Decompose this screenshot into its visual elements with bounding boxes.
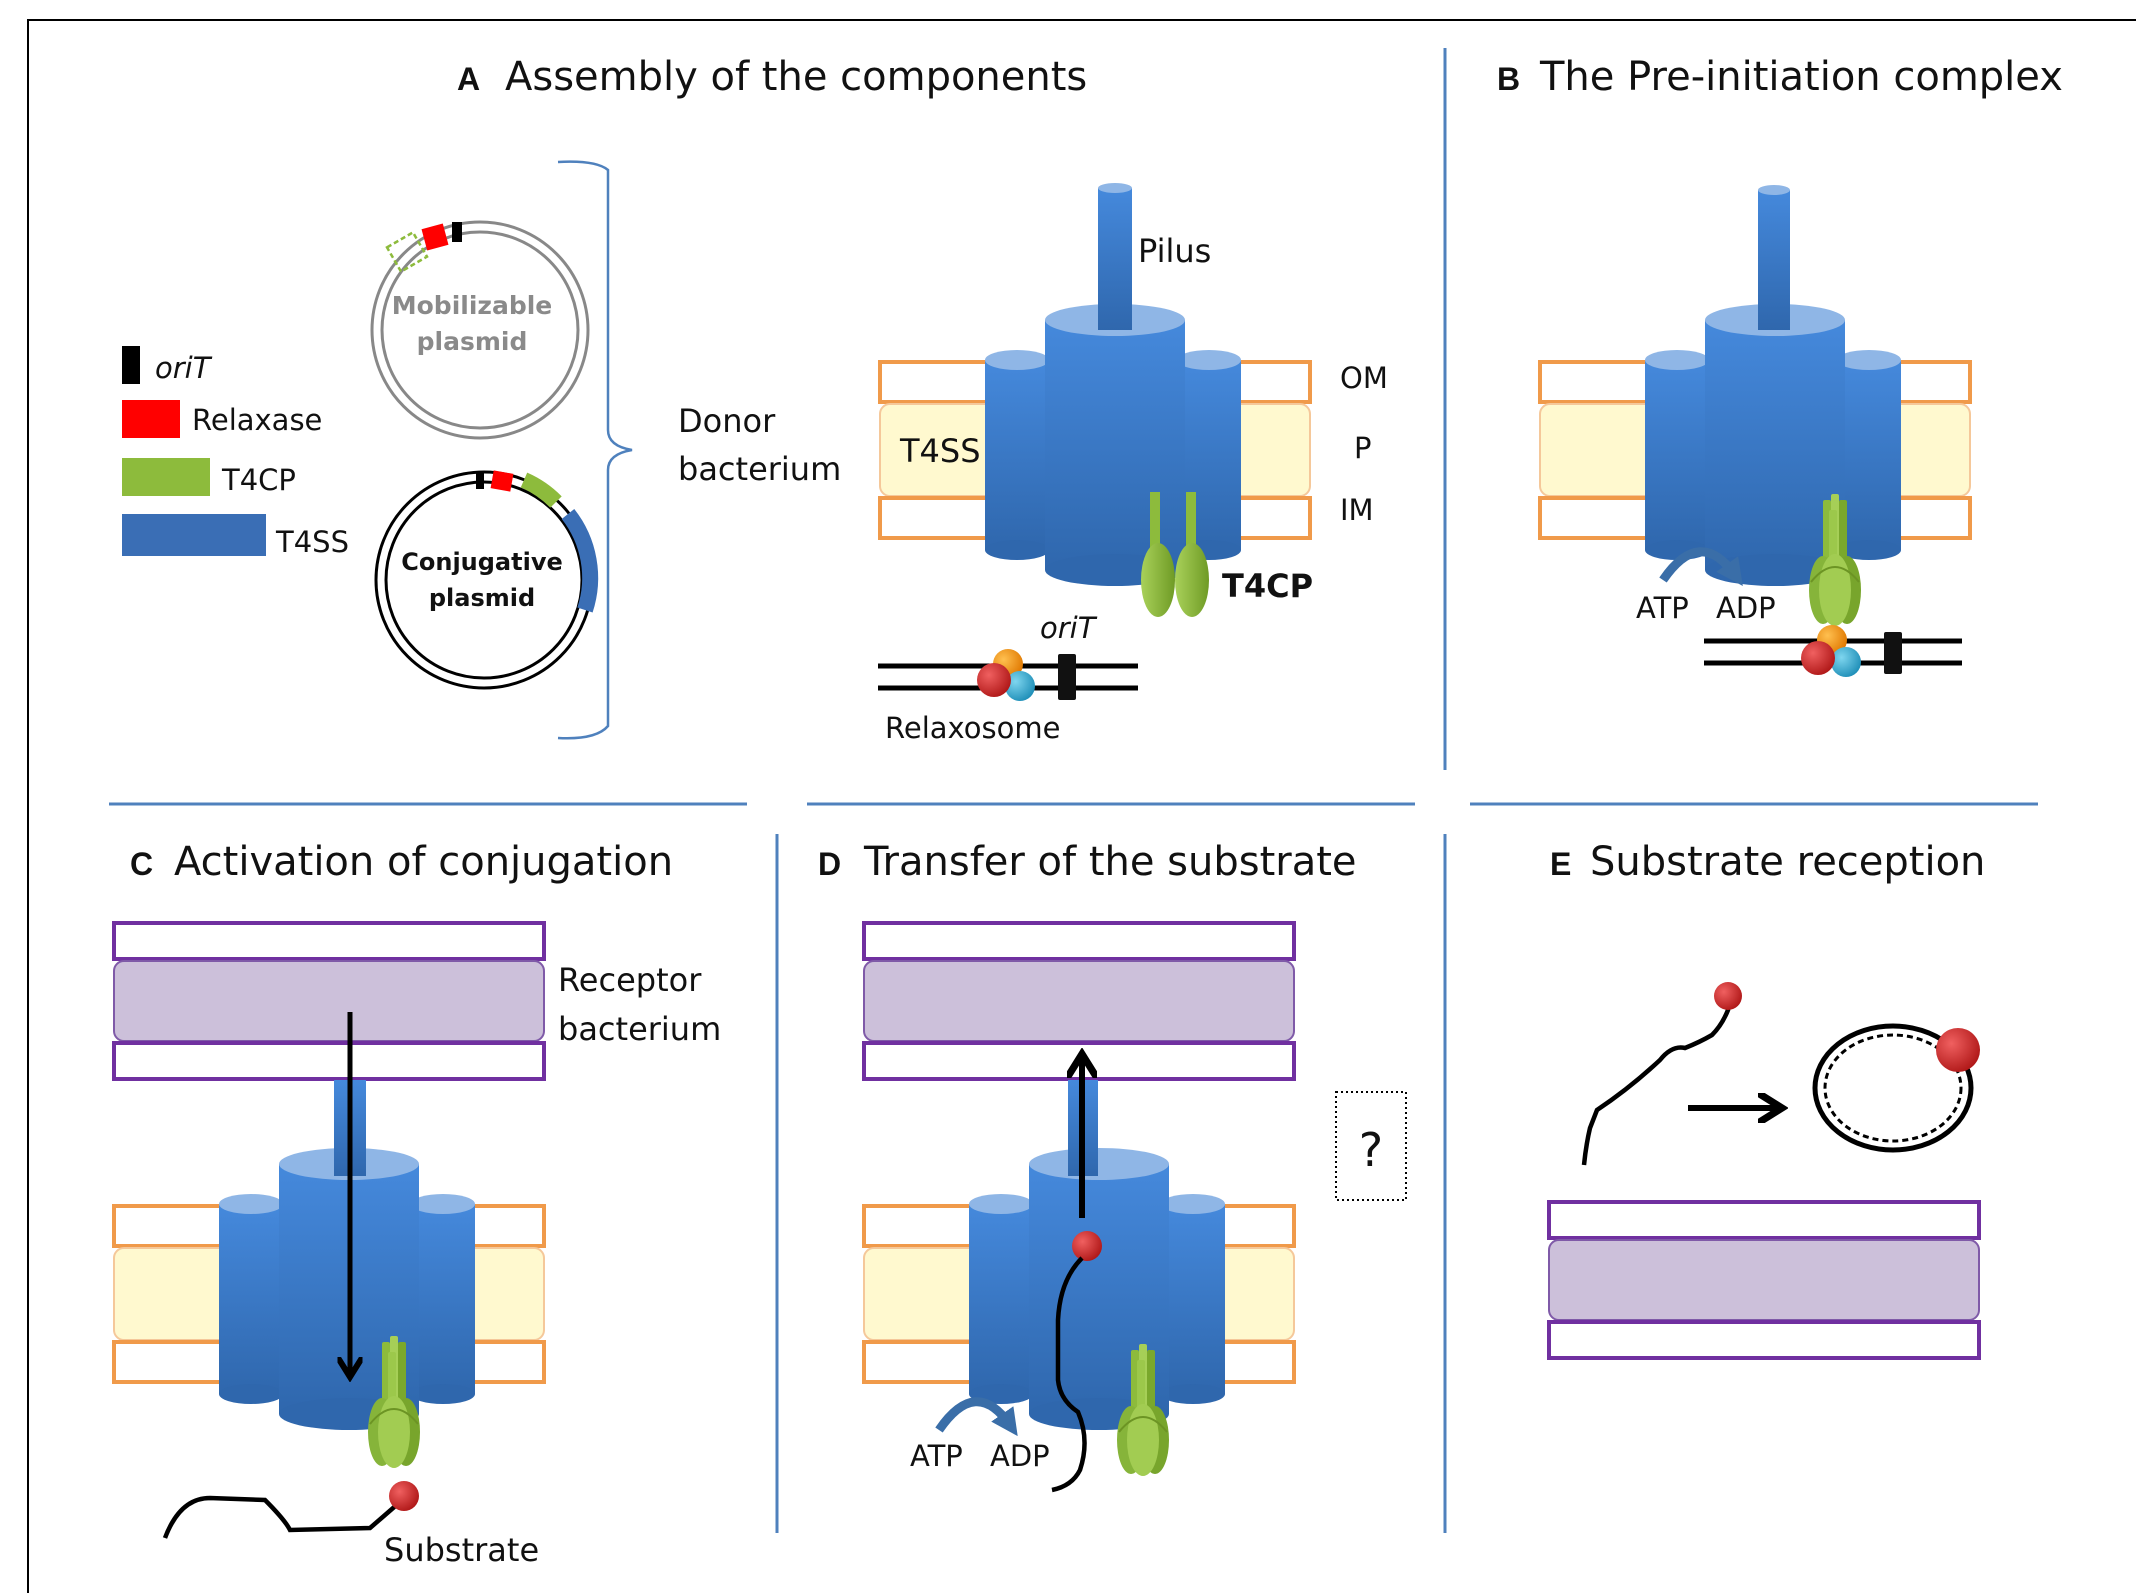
donor-envelope [878, 183, 1312, 586]
relaxosome [878, 649, 1138, 701]
legend-relaxase-label: Relaxase [192, 403, 322, 437]
t4ss-complex [969, 1148, 1225, 1430]
conjugative-label-2: plasmid [429, 584, 535, 612]
donor-envelope [1538, 185, 1972, 586]
donor-label-1: Donor [678, 402, 776, 440]
orit-site [1058, 654, 1076, 700]
pilus-label: Pilus [1138, 232, 1211, 270]
relaxase-bound [389, 1481, 419, 1511]
legend-orit-swatch [122, 346, 140, 384]
figure-frame [27, 19, 2136, 1593]
panel-d-letter: D [818, 846, 841, 882]
recircularized-plasmid [1812, 1023, 1974, 1153]
receptor-envelope [1547, 1200, 1981, 1360]
legend-t4cp-label: T4CP [221, 463, 296, 497]
legend-relaxase-swatch [122, 400, 180, 438]
t4cp-marker-dashed [385, 230, 429, 274]
conjugative-plasmid: Conjugative plasmid [374, 470, 599, 690]
pilus [1758, 190, 1790, 330]
relaxosome-label: Relaxosome [885, 711, 1060, 745]
legend-t4cp-swatch [122, 458, 210, 496]
adp-label: ADP [1716, 591, 1776, 625]
panel-e-letter: E [1550, 846, 1571, 882]
substrate-dna [162, 1495, 402, 1539]
relaxosome [1704, 625, 1962, 677]
t4ss-gene [561, 509, 599, 613]
legend-t4ss-label: T4SS [275, 525, 349, 559]
receptor-envelope [862, 921, 1296, 1081]
panel-c-letter: C [130, 846, 153, 882]
orit-marker [476, 471, 484, 489]
panel-b-letter: B [1497, 61, 1520, 97]
panel-e: E Substrate reception [1547, 839, 1985, 1360]
t4ss-complex [985, 304, 1241, 586]
receptor-label-2: bacterium [558, 1010, 721, 1048]
panel-a-letter: A [457, 61, 480, 97]
legend-orit-label: oriT [155, 351, 213, 385]
orit-site [1884, 632, 1902, 674]
conjugative-label-1: Conjugative [401, 548, 563, 576]
p-label: P [1354, 431, 1372, 465]
atp-label: ATP [1636, 591, 1689, 625]
im-label: IM [1340, 493, 1374, 527]
t4ss-complex [219, 1148, 475, 1430]
orit-marker [452, 222, 462, 242]
relaxase-bound [1714, 982, 1742, 1010]
panel-b-title: The Pre-initiation complex [1539, 54, 2063, 100]
donor-envelope [112, 1080, 546, 1430]
unknown-step-mark: ? [1359, 1123, 1383, 1177]
relaxase-bound [1072, 1231, 1102, 1261]
panel-a: A Assembly of the components oriT Relaxa… [122, 54, 1388, 745]
panel-e-title: Substrate reception [1590, 839, 1985, 885]
receptor-envelope [112, 921, 546, 1081]
atp-label: ATP [910, 1439, 963, 1473]
atp-hydrolysis-arrow [1659, 547, 1743, 586]
mobilizable-label-1: Mobilizable [392, 291, 553, 320]
t4cp-gene [520, 472, 562, 508]
t4ss-label: T4SS [899, 432, 981, 470]
panel-d: D Transfer of the substrate ATP ADP ? [818, 839, 1407, 1493]
pilus [1098, 188, 1132, 330]
relaxase-marker [490, 470, 514, 492]
om-label: OM [1340, 361, 1388, 395]
relaxase-marker [421, 223, 449, 251]
substrate-label: Substrate [384, 1531, 539, 1569]
t4ss-complex [1645, 304, 1901, 586]
substrate-dna [1051, 1256, 1087, 1493]
panel-c: C Activation of conjugation Receptor bac… [112, 839, 721, 1569]
atp-hydrolysis-arrow [935, 1397, 1018, 1437]
t4cp-dimer [1141, 492, 1209, 617]
single-strand-dna [1581, 989, 1733, 1166]
relaxase-bound [1936, 1028, 1980, 1072]
donor-label-2: bacterium [678, 450, 841, 488]
legend-t4ss-swatch [122, 514, 266, 556]
panel-b: B The Pre-initiation complex ATP ADP [1497, 54, 2063, 677]
complementary-strand [1823, 1033, 1963, 1143]
panel-a-title: Assembly of the components [505, 54, 1087, 100]
mobilizable-plasmid: Mobilizable plasmid [370, 220, 590, 440]
grouping-brace [557, 160, 633, 740]
receptor-label-1: Receptor [558, 961, 702, 999]
mobilizable-label-2: plasmid [417, 327, 528, 356]
unknown-step-box [1335, 1091, 1407, 1201]
legend: oriT Relaxase T4CP T4SS [122, 346, 349, 559]
panel-d-title: Transfer of the substrate [863, 839, 1357, 885]
adp-label: ADP [990, 1439, 1050, 1473]
orit-label: oriT [1040, 611, 1098, 645]
panel-c-title: Activation of conjugation [174, 839, 673, 885]
t4cp-label: T4CP [1222, 567, 1313, 605]
